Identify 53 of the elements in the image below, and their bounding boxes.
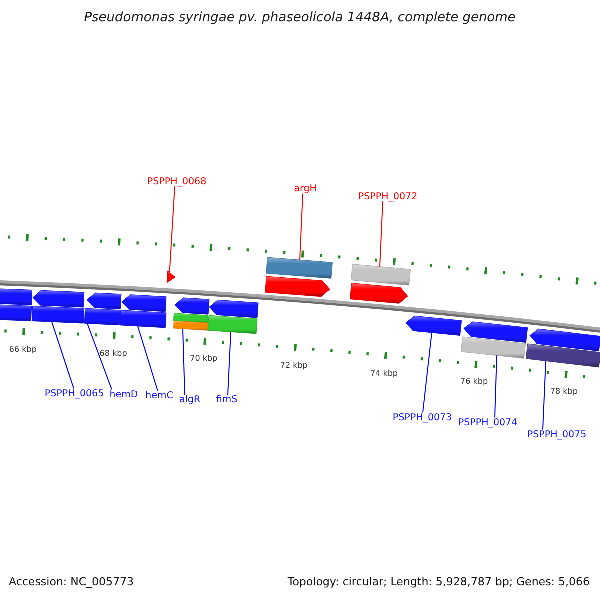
gene-bar — [461, 336, 526, 359]
gene-label: PSPPH_0073 — [392, 412, 452, 422]
scale-label: 76 kbp — [460, 378, 488, 386]
gene-feature — [350, 283, 408, 304]
gene-bar — [0, 288, 33, 306]
leader-line — [542, 360, 546, 430]
gene-label: hemC — [146, 391, 174, 401]
scale-label: 74 kbp — [370, 370, 398, 378]
leader-line — [52, 322, 74, 390]
gene-label: PSPPH_0075 — [527, 430, 587, 440]
leader-line — [300, 193, 304, 261]
leader-line — [169, 186, 176, 274]
gene-feature — [174, 298, 210, 315]
gene-feature — [86, 292, 122, 310]
scale-label: 72 kbp — [280, 362, 308, 370]
scale-label: 70 kbp — [190, 355, 218, 364]
gene-feature — [32, 290, 85, 308]
footer-text: Topology: circular; Length: 5,928,787 bp; Genes: 5,066 — [288, 576, 590, 588]
gene-label: PSPPH_0072 — [358, 192, 418, 202]
gene-bar — [526, 344, 600, 368]
gene-label: fimS — [216, 395, 238, 405]
gene-feature — [209, 300, 259, 318]
gene-feature — [406, 316, 462, 336]
leader-line — [422, 332, 432, 414]
gene-feature — [464, 322, 528, 344]
gene-label: PSPPH_0068 — [147, 176, 207, 186]
gene-bar — [174, 313, 208, 324]
leader-line — [494, 355, 498, 418]
gene-label: PSPPH_0074 — [458, 418, 518, 428]
leader-line — [138, 326, 158, 392]
diagram-title: Pseudomonas syringae pv. phaseolicola 1448A, complete genome — [84, 12, 516, 24]
gene-label: algR — [179, 395, 201, 405]
footer-text: Accession: NC_005773 — [9, 576, 134, 588]
gene-bar — [32, 306, 85, 324]
gene-bar — [266, 257, 333, 279]
scale-label: 68 kbp — [100, 350, 128, 358]
leader-line — [228, 332, 232, 396]
gene-bar — [120, 310, 167, 328]
gene-feature — [265, 276, 330, 298]
gene-feature — [122, 294, 167, 312]
gene-bar — [0, 304, 32, 322]
scale-label: 78 kbp — [550, 388, 578, 396]
gene-feature — [530, 328, 600, 352]
leader-line — [87, 323, 112, 390]
gene-label: PSPPH_0065 — [44, 388, 104, 398]
scale-label: 66 kbp — [9, 346, 37, 354]
gene-label: argH — [294, 184, 317, 194]
gene-bar — [351, 264, 411, 286]
gene-bar — [174, 320, 208, 331]
leader-line — [380, 200, 384, 268]
gene-feature — [166, 270, 176, 284]
gene-bar — [84, 308, 121, 326]
gene-label: hemD — [110, 390, 138, 400]
